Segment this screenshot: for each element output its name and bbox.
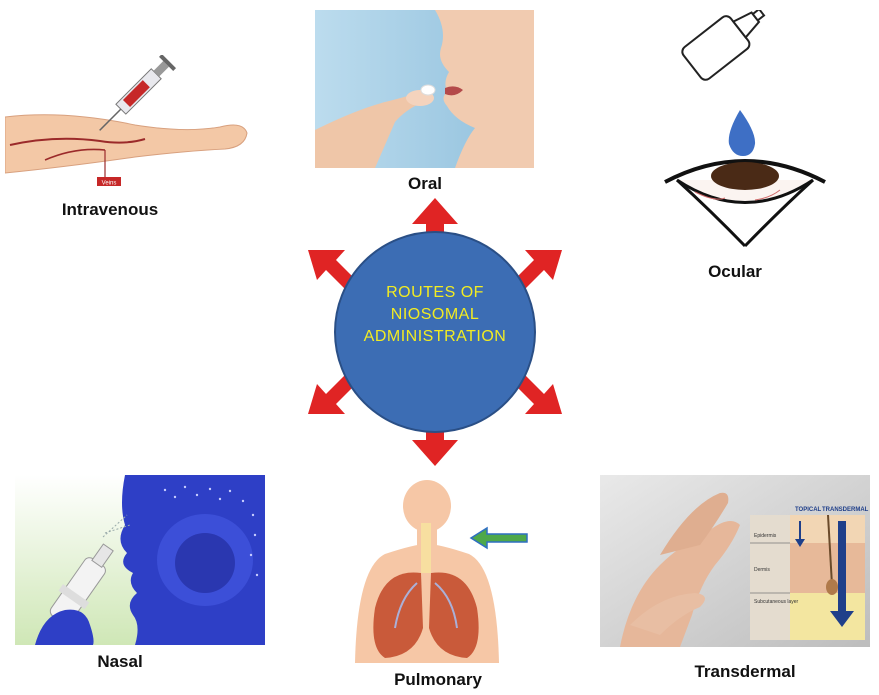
ocular-label: Ocular — [695, 262, 775, 282]
hub-title-line-3: ADMINISTRATION — [350, 326, 520, 348]
layer-subcutaneous: Subcutaneous layer — [754, 599, 799, 605]
topical-tag: TOPICAL — [795, 507, 822, 513]
nasal-label: Nasal — [80, 652, 160, 672]
layer-epidermis: Epidermis — [754, 533, 777, 539]
hub-title: ROUTES OF NIOSOMAL ADMINISTRATION — [350, 282, 520, 348]
airflow-arrow — [471, 528, 527, 548]
transdermal-label: Transdermal — [680, 662, 810, 682]
transdermal-tag: TRANSDERMAL — [822, 507, 869, 513]
veins-tag: Veins — [102, 181, 117, 187]
oral-photo — [315, 10, 534, 168]
hub-title-line-1: ROUTES OF — [350, 282, 520, 304]
ocular-illustration — [655, 10, 835, 250]
hub-title-line-2: NIOSOMAL — [350, 304, 520, 326]
intravenous-label: Intravenous — [50, 200, 170, 220]
intravenous-illustration: Veins — [5, 55, 255, 195]
pulmonary-label: Pulmonary — [378, 670, 498, 690]
transdermal-photo: Epidermis Dermis Subcutaneous layer TOPI… — [600, 475, 870, 647]
pulmonary-illustration — [345, 478, 535, 663]
layer-dermis: Dermis — [754, 567, 770, 573]
nasal-illustration — [15, 475, 265, 645]
